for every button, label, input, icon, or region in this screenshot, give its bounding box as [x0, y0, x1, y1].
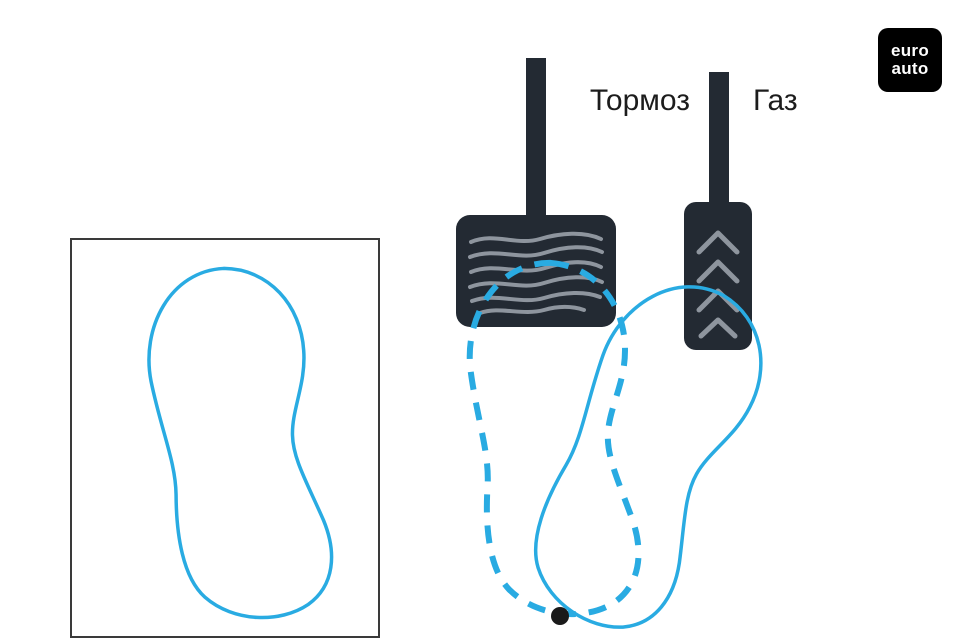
gas-pedal-pad: [684, 202, 752, 350]
logo-line1: euro: [890, 41, 930, 61]
logo-line2: auto: [891, 59, 929, 78]
footprint-box: [70, 238, 380, 638]
brake-pedal-tread-lines: [468, 231, 604, 315]
heel-pivot-dot-icon: [551, 607, 569, 625]
brake-label: Тормоз: [589, 84, 690, 117]
gas-pedal-stem: [709, 72, 729, 206]
brake-pedal-icon: [456, 58, 616, 327]
gas-label: Газ: [753, 84, 798, 117]
footprint-outline-icon: [137, 258, 340, 629]
brake-pedal-stem: [526, 58, 546, 218]
euroauto-logo: euro auto: [878, 28, 942, 92]
footprint-box-canvas: [137, 258, 340, 629]
gas-pedal-chevron-lines: [696, 230, 740, 339]
gas-pedal-icon: [684, 72, 752, 350]
